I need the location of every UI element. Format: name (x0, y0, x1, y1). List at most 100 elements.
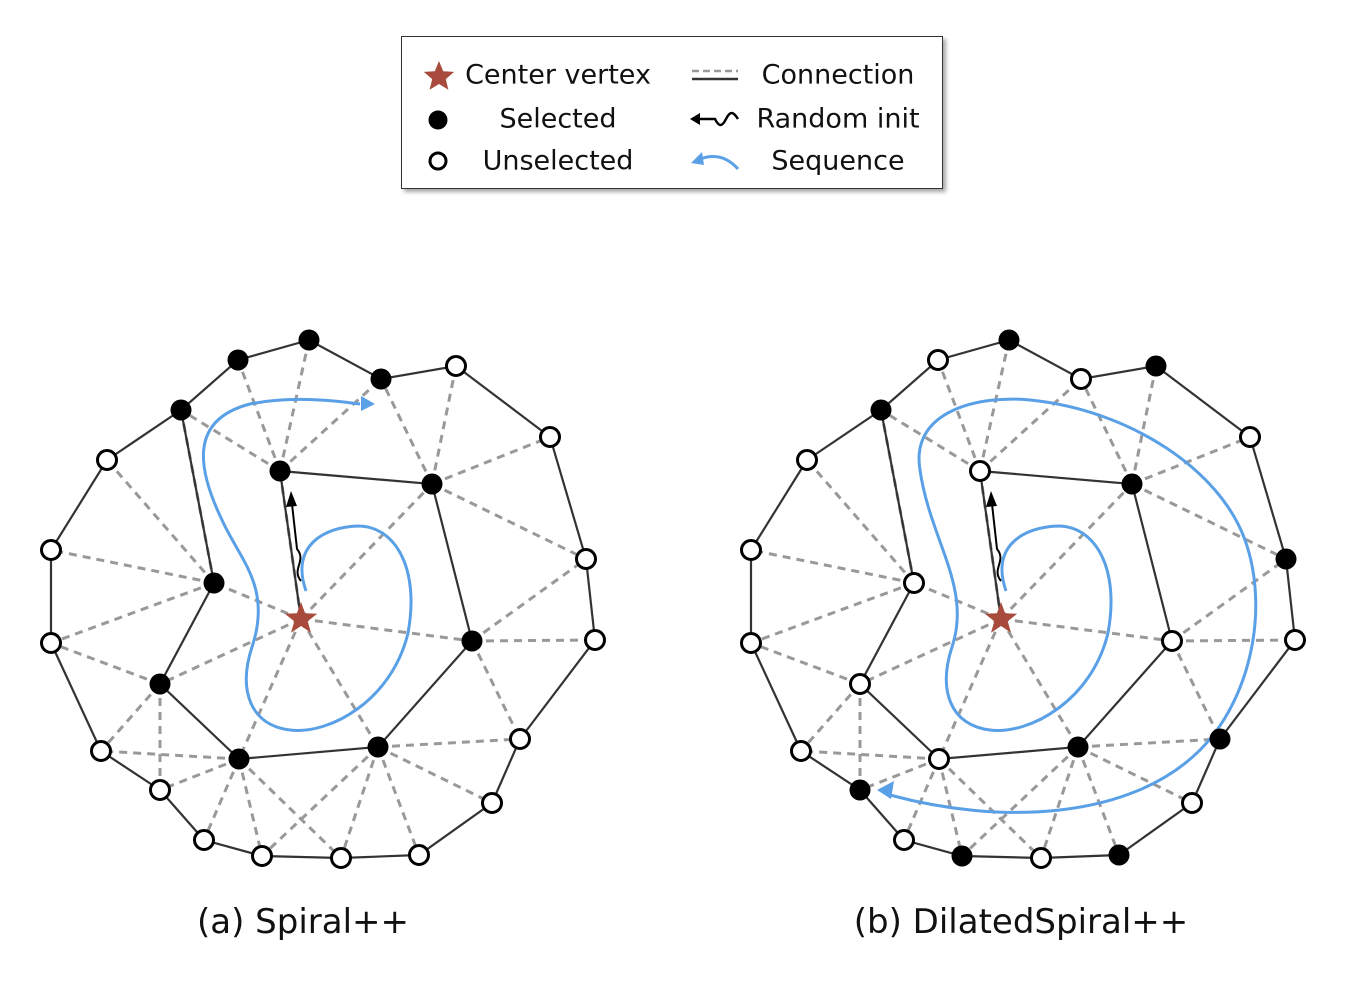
spiral-edge-outer (49, 338, 597, 860)
center-vertex-star (984, 602, 1018, 633)
selected-vertex (1209, 728, 1231, 750)
unselected-vertex (445, 355, 467, 377)
connection-line (800, 749, 940, 761)
connection-line (1077, 745, 1193, 805)
spiral-edge-outer (806, 409, 882, 461)
unselected-vertex (149, 779, 171, 801)
connection-line (1171, 638, 1296, 643)
unselected-vertex (1181, 792, 1203, 814)
connection-line (377, 737, 521, 749)
unselected-vertex (740, 539, 762, 561)
connection-line (936, 359, 982, 472)
connection-line (237, 618, 303, 760)
unselected-vertex (903, 572, 925, 594)
connection-line (260, 745, 380, 858)
connection-line (237, 757, 343, 860)
connection-line (1170, 640, 1222, 740)
connection-line (377, 745, 493, 805)
selected-vertex (1145, 355, 1167, 377)
sequence-arrowhead (361, 396, 375, 411)
connection-line (1039, 746, 1080, 859)
unselected-vertex (251, 845, 273, 867)
unselected-vertex (575, 548, 597, 570)
connection-line-icon (692, 69, 738, 81)
connection-line (1077, 737, 1221, 749)
connection-line (1171, 557, 1287, 643)
selected-vertex (269, 460, 291, 482)
connection-line (180, 408, 281, 473)
selected-vertex (298, 329, 320, 351)
center-vertex-star (284, 602, 318, 633)
connection-line (431, 482, 587, 561)
unselected-vertex (1030, 847, 1052, 869)
selected-vertex (951, 845, 973, 867)
selected-vertex (849, 779, 871, 801)
connection-line (1076, 746, 1121, 856)
sequence-arrow-icon (691, 152, 740, 171)
selected-vertex (421, 473, 443, 495)
random-init-path (991, 503, 1002, 582)
legend-center-vertex-label: Center vertex (465, 59, 651, 91)
caption-dilated-spiral-plus-plus: (b) DilatedSpiral++ (853, 902, 1189, 942)
connection-line (999, 618, 1080, 748)
unselected-vertex (928, 748, 950, 770)
connection-line (237, 758, 264, 857)
diagram-b (740, 329, 1306, 869)
selected-vertex (1108, 844, 1130, 866)
center-vertex-star-icon (423, 61, 455, 90)
connection-line (471, 638, 596, 643)
unselected-vertex (96, 449, 118, 471)
unselected-vertex (539, 426, 561, 448)
unselected-vertex (193, 829, 215, 851)
legend-selected-label: Selected (499, 103, 617, 135)
connection-line (750, 641, 861, 686)
unselected-vertex (509, 728, 531, 750)
selected-vertex (203, 572, 225, 594)
connection-line (299, 618, 380, 748)
unselected-vertex (408, 844, 430, 866)
selected-vertex (170, 399, 192, 421)
selected-dot-icon (428, 110, 448, 130)
connection-line (1079, 378, 1134, 485)
connection-line (1131, 435, 1251, 486)
connection-line (202, 758, 241, 841)
connection-line (750, 548, 915, 585)
unselected-vertex (584, 629, 606, 651)
connection-line (376, 746, 421, 856)
connection-line (999, 482, 1134, 621)
selected-vertex (367, 736, 389, 758)
unselected-vertex (330, 847, 352, 869)
unselected-vertex (1284, 629, 1306, 651)
random-init-path (291, 503, 302, 582)
unselected-vertex (796, 449, 818, 471)
sequence-curve (889, 397, 1258, 814)
connection-line (471, 557, 587, 643)
selected-vertex (228, 748, 250, 770)
unselected-vertex (893, 829, 915, 851)
random-init-arrowhead (986, 491, 997, 507)
connection-line (300, 617, 473, 643)
legend-random-init-label: Random init (756, 103, 920, 135)
connection-line (859, 757, 940, 792)
connection-line (1131, 482, 1287, 561)
unselected-vertex (40, 632, 62, 654)
selected-vertex (1121, 473, 1143, 495)
connection-line (750, 581, 915, 645)
unselected-vertex (90, 740, 112, 762)
connection-line (100, 749, 240, 761)
unselected-vertex (481, 792, 503, 814)
connection-line (278, 377, 383, 473)
caption-spiral-plus-plus: (a) Spiral++ (196, 902, 410, 942)
connection-line (978, 377, 1083, 473)
unselected-vertex (1070, 368, 1092, 390)
connection-line (937, 757, 1043, 860)
selected-vertex (870, 399, 892, 421)
unselected-vertex (849, 673, 871, 695)
selected-vertex (1067, 736, 1089, 758)
legend: Center vertex Selected Unselected Connec… (401, 36, 943, 189)
connection-line (470, 640, 522, 740)
connection-line (960, 745, 1080, 858)
legend-unselected-label: Unselected (482, 145, 634, 177)
connection-line (805, 459, 916, 584)
